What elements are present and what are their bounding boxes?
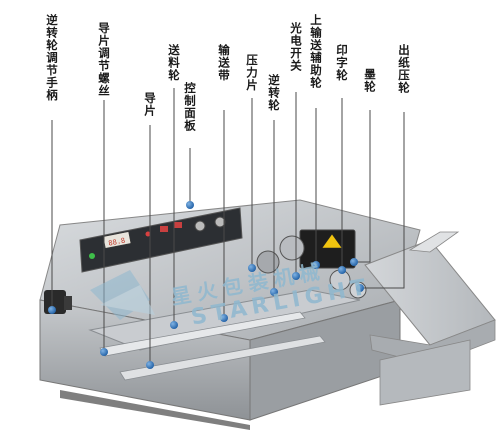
label-guide-screw: 导片调节螺丝 xyxy=(97,22,111,97)
tray-edge-lower xyxy=(379,339,471,406)
dot-conveyor-belt xyxy=(220,314,228,322)
dot-feed-wheel xyxy=(170,321,178,329)
print-wheel-rim xyxy=(279,235,305,261)
dot-photo-switch xyxy=(292,272,300,280)
label-exit-press-wheel: 出纸压轮 xyxy=(397,44,411,94)
power-indicator xyxy=(89,253,95,259)
label-control-panel: 控制面板 xyxy=(183,82,197,132)
exit-tray xyxy=(364,231,496,406)
label-print-wheel: 印字轮 xyxy=(335,44,349,82)
speed-knob[interactable] xyxy=(194,220,206,232)
label-aux-wheel: 上输送辅助轮 xyxy=(309,14,323,89)
dot-print-wheel xyxy=(338,266,346,274)
callout-dots xyxy=(48,201,364,369)
label-feed-wheel: 送料轮 xyxy=(167,44,181,82)
guide-rail-front xyxy=(119,335,326,381)
handwheel-grip xyxy=(64,296,72,310)
label-ink-wheel: 墨轮 xyxy=(363,68,377,93)
dot-handwheel xyxy=(48,306,56,314)
label-guide: 导片 xyxy=(143,92,157,117)
dot-pressure-plate xyxy=(248,264,256,272)
red-indicator xyxy=(145,231,151,237)
switch-button-1[interactable] xyxy=(160,226,168,232)
temp-knob[interactable] xyxy=(214,216,226,228)
dot-aux-wheel xyxy=(312,261,320,269)
dot-guide xyxy=(146,361,154,369)
exit-tray-back xyxy=(408,231,460,253)
warning-label xyxy=(321,233,343,249)
label-conveyor-belt: 输送带 xyxy=(217,44,231,82)
dot-exit-press-wheel xyxy=(356,284,364,292)
dot-reverse-wheel xyxy=(270,288,278,296)
leader-exit-press-wheel xyxy=(360,112,405,289)
label-photo-switch: 光电开关 xyxy=(289,22,303,72)
dot-guide-screw xyxy=(100,348,108,356)
label-handwheel: 逆转轮调节手柄 xyxy=(45,14,59,102)
label-reverse-wheel: 逆转轮 xyxy=(267,74,281,112)
base-shadow xyxy=(60,390,250,430)
exit-tray-front-lip xyxy=(369,319,496,366)
display-readout: 88.8 xyxy=(108,237,126,248)
control-panel: 88.8 xyxy=(79,207,243,273)
dot-control-panel xyxy=(186,201,194,209)
dot-ink-wheel xyxy=(350,258,358,266)
leader-lines xyxy=(51,88,405,365)
label-pressure-plate: 压力片 xyxy=(245,54,259,92)
leader-ink-wheel xyxy=(354,110,371,263)
starlight-logo-icon xyxy=(90,270,155,320)
switch-button-2[interactable] xyxy=(174,222,182,228)
